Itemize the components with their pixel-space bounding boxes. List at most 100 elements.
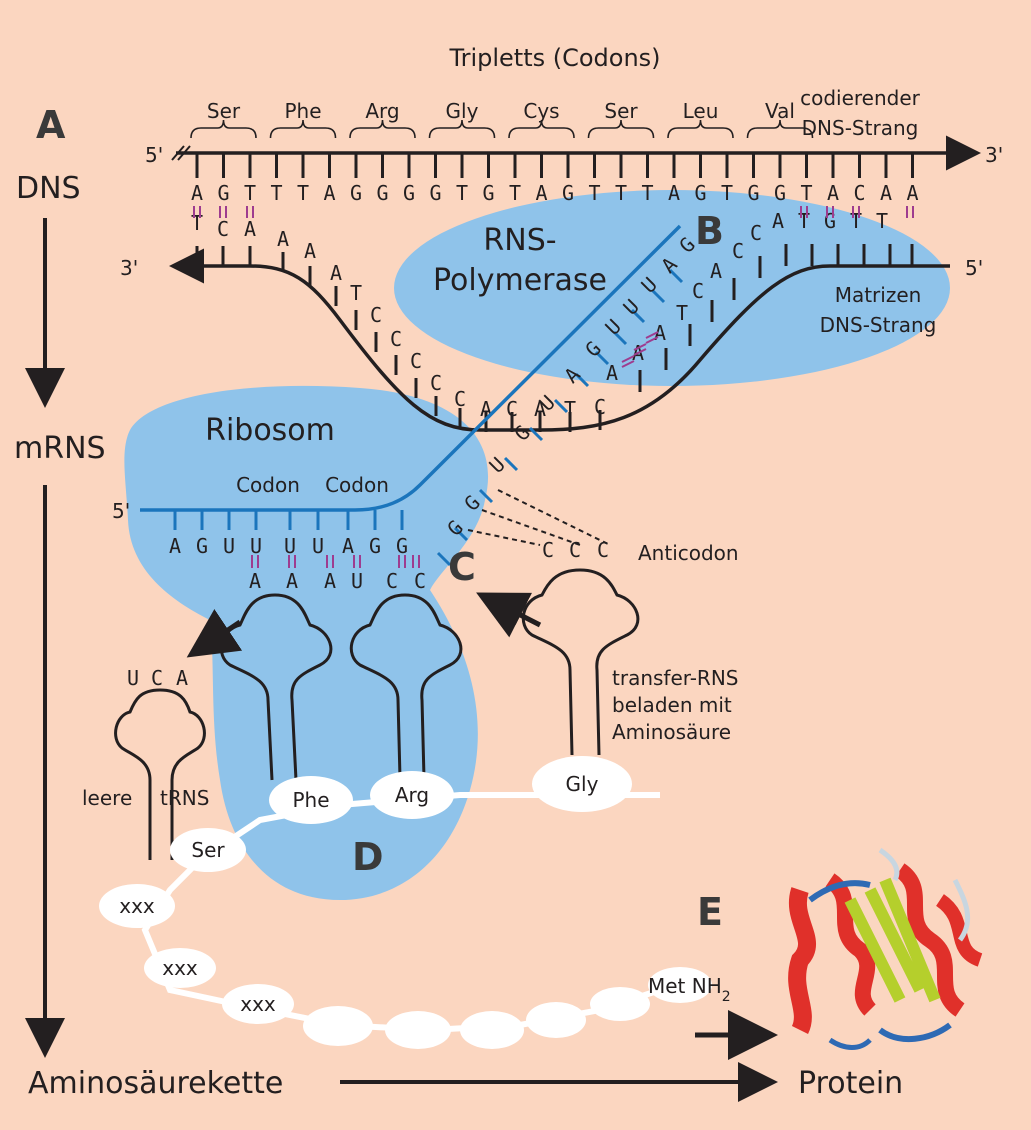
template-base: C — [390, 327, 402, 351]
mrna-ticks — [173, 268, 684, 567]
mrns-label: mRNS — [14, 431, 106, 466]
amino-bead-label: Arg — [395, 783, 429, 807]
pair-bond — [826, 206, 834, 218]
coding-base: T — [588, 181, 600, 205]
trna-phe — [219, 593, 333, 781]
template-base: A — [654, 321, 666, 345]
template-base: G — [824, 209, 836, 233]
top-title: Tripletts (Codons) — [448, 44, 660, 72]
amino-bead-label: Phe — [292, 788, 329, 812]
template-strand-ticks — [195, 244, 914, 432]
codon-name: Gly — [446, 99, 479, 123]
anticodon-base: A — [286, 569, 298, 593]
coding-base: G — [403, 181, 415, 205]
mrna-tick — [478, 488, 494, 504]
codon-name: Leu — [683, 99, 719, 123]
mrna-tick — [453, 526, 469, 542]
template-base: C — [506, 397, 518, 421]
amino-bead-label: Ser — [191, 838, 225, 862]
chain-bead — [385, 1011, 451, 1049]
template-base: C — [692, 279, 704, 303]
polymerase-blob — [394, 190, 950, 386]
coding-strand-5prime: 5' — [145, 143, 163, 167]
coding-strand-label-2: DNS-Strang — [802, 116, 919, 140]
mrna-tick — [650, 288, 666, 304]
codon-label-1: Codon — [236, 473, 300, 497]
template-strand-3prime: 3' — [120, 256, 138, 280]
coding-strand-ticks — [195, 153, 914, 178]
anticodon-base: A — [249, 569, 261, 593]
trna-arg — [349, 593, 463, 779]
template-base: C — [217, 217, 229, 241]
trna-loaded-label-2: beladen mit — [612, 693, 732, 717]
template-base: C — [594, 395, 606, 419]
pair-bond — [246, 206, 254, 218]
coding-base: G — [747, 181, 759, 205]
protein-label: Protein — [798, 1066, 903, 1101]
codon-brace — [508, 119, 575, 139]
incoming-anticodon-base: C — [597, 538, 609, 562]
template-strand-5prime: 5' — [965, 256, 983, 280]
trna-loaded-label-3: Aminosäure — [612, 720, 731, 744]
mrna-base: A — [342, 534, 354, 558]
mrna-base: U — [312, 534, 324, 558]
pair-bond — [621, 355, 635, 368]
anticodon-base: C — [386, 569, 398, 593]
template-base: A — [710, 259, 722, 283]
mrna-tick — [594, 350, 610, 366]
template-base: A — [534, 397, 546, 421]
coding-base: G — [429, 181, 441, 205]
mrna-base: U — [284, 534, 296, 558]
coding-base: G — [482, 181, 494, 205]
amino-bead — [170, 828, 246, 872]
coding-base: A — [906, 181, 918, 205]
template-base: A — [330, 261, 342, 285]
coding-base: C — [853, 181, 865, 205]
anticodon-base: C — [414, 569, 426, 593]
trna-loaded-label-1: transfer-RNS — [612, 666, 738, 690]
pair-bond — [633, 343, 647, 356]
template-strand-label-1: Matrizen — [835, 283, 922, 307]
coding-base: T — [800, 181, 812, 205]
coding-base: G — [774, 181, 786, 205]
coding-base: A — [191, 181, 203, 205]
anticodon-guide-lines — [467, 489, 611, 546]
pair-bond — [800, 206, 808, 218]
codon-name: Cys — [523, 99, 559, 123]
mrna-base: U — [223, 534, 235, 558]
ribosome-label: Ribosom — [205, 413, 335, 448]
codon-brace — [667, 119, 734, 139]
incoming-anticodon-base: C — [542, 538, 554, 562]
template-base: T — [350, 281, 362, 305]
anticodon-base: U — [351, 569, 363, 593]
leaving-trna-arrow — [186, 609, 243, 658]
pair-bond — [193, 206, 201, 218]
chain-bead — [526, 1002, 586, 1038]
amino-bead-label: xxx — [240, 992, 276, 1016]
coding-strand-break-mark — [171, 145, 191, 161]
mrna-tick — [574, 372, 590, 388]
letter-e: E — [697, 890, 723, 934]
leaving-anticodon-base: A — [176, 666, 188, 690]
template-base: T — [564, 397, 576, 421]
amino-bead — [222, 984, 294, 1024]
coding-base: T — [509, 181, 521, 205]
mrna-tick — [630, 308, 646, 324]
amino-bead — [99, 884, 175, 928]
codon-brace — [587, 119, 655, 139]
letter-d: D — [352, 835, 384, 879]
mrna-base: G — [196, 534, 208, 558]
coding-base: A — [535, 181, 547, 205]
mrna-base: U — [250, 534, 262, 558]
template-base: A — [244, 217, 256, 241]
amino-bead — [269, 776, 353, 824]
letter-b: B — [695, 209, 724, 253]
template-base: A — [277, 227, 289, 251]
coding-base: T — [456, 181, 468, 205]
coding-base: T — [721, 181, 733, 205]
base-pair-bonds — [193, 206, 914, 568]
coding-strand-label-1: codierender — [800, 86, 921, 110]
codon-name: Arg — [365, 99, 399, 123]
